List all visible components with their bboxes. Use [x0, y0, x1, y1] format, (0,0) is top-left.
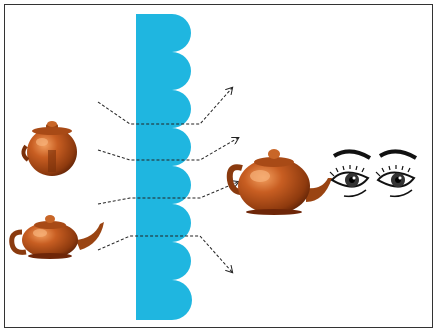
teapot-icon — [21, 121, 77, 176]
rays — [97, 88, 238, 272]
lenslet-array — [136, 14, 192, 320]
ray-4 — [97, 235, 232, 272]
teapot-icon — [226, 149, 332, 215]
ray-3 — [97, 182, 238, 205]
eye-icon — [375, 149, 418, 198]
eye-icon — [329, 149, 372, 198]
ray-2 — [97, 138, 238, 161]
figure-frame — [4, 4, 433, 328]
teapot-icon — [9, 215, 104, 259]
ray-1 — [97, 88, 232, 125]
